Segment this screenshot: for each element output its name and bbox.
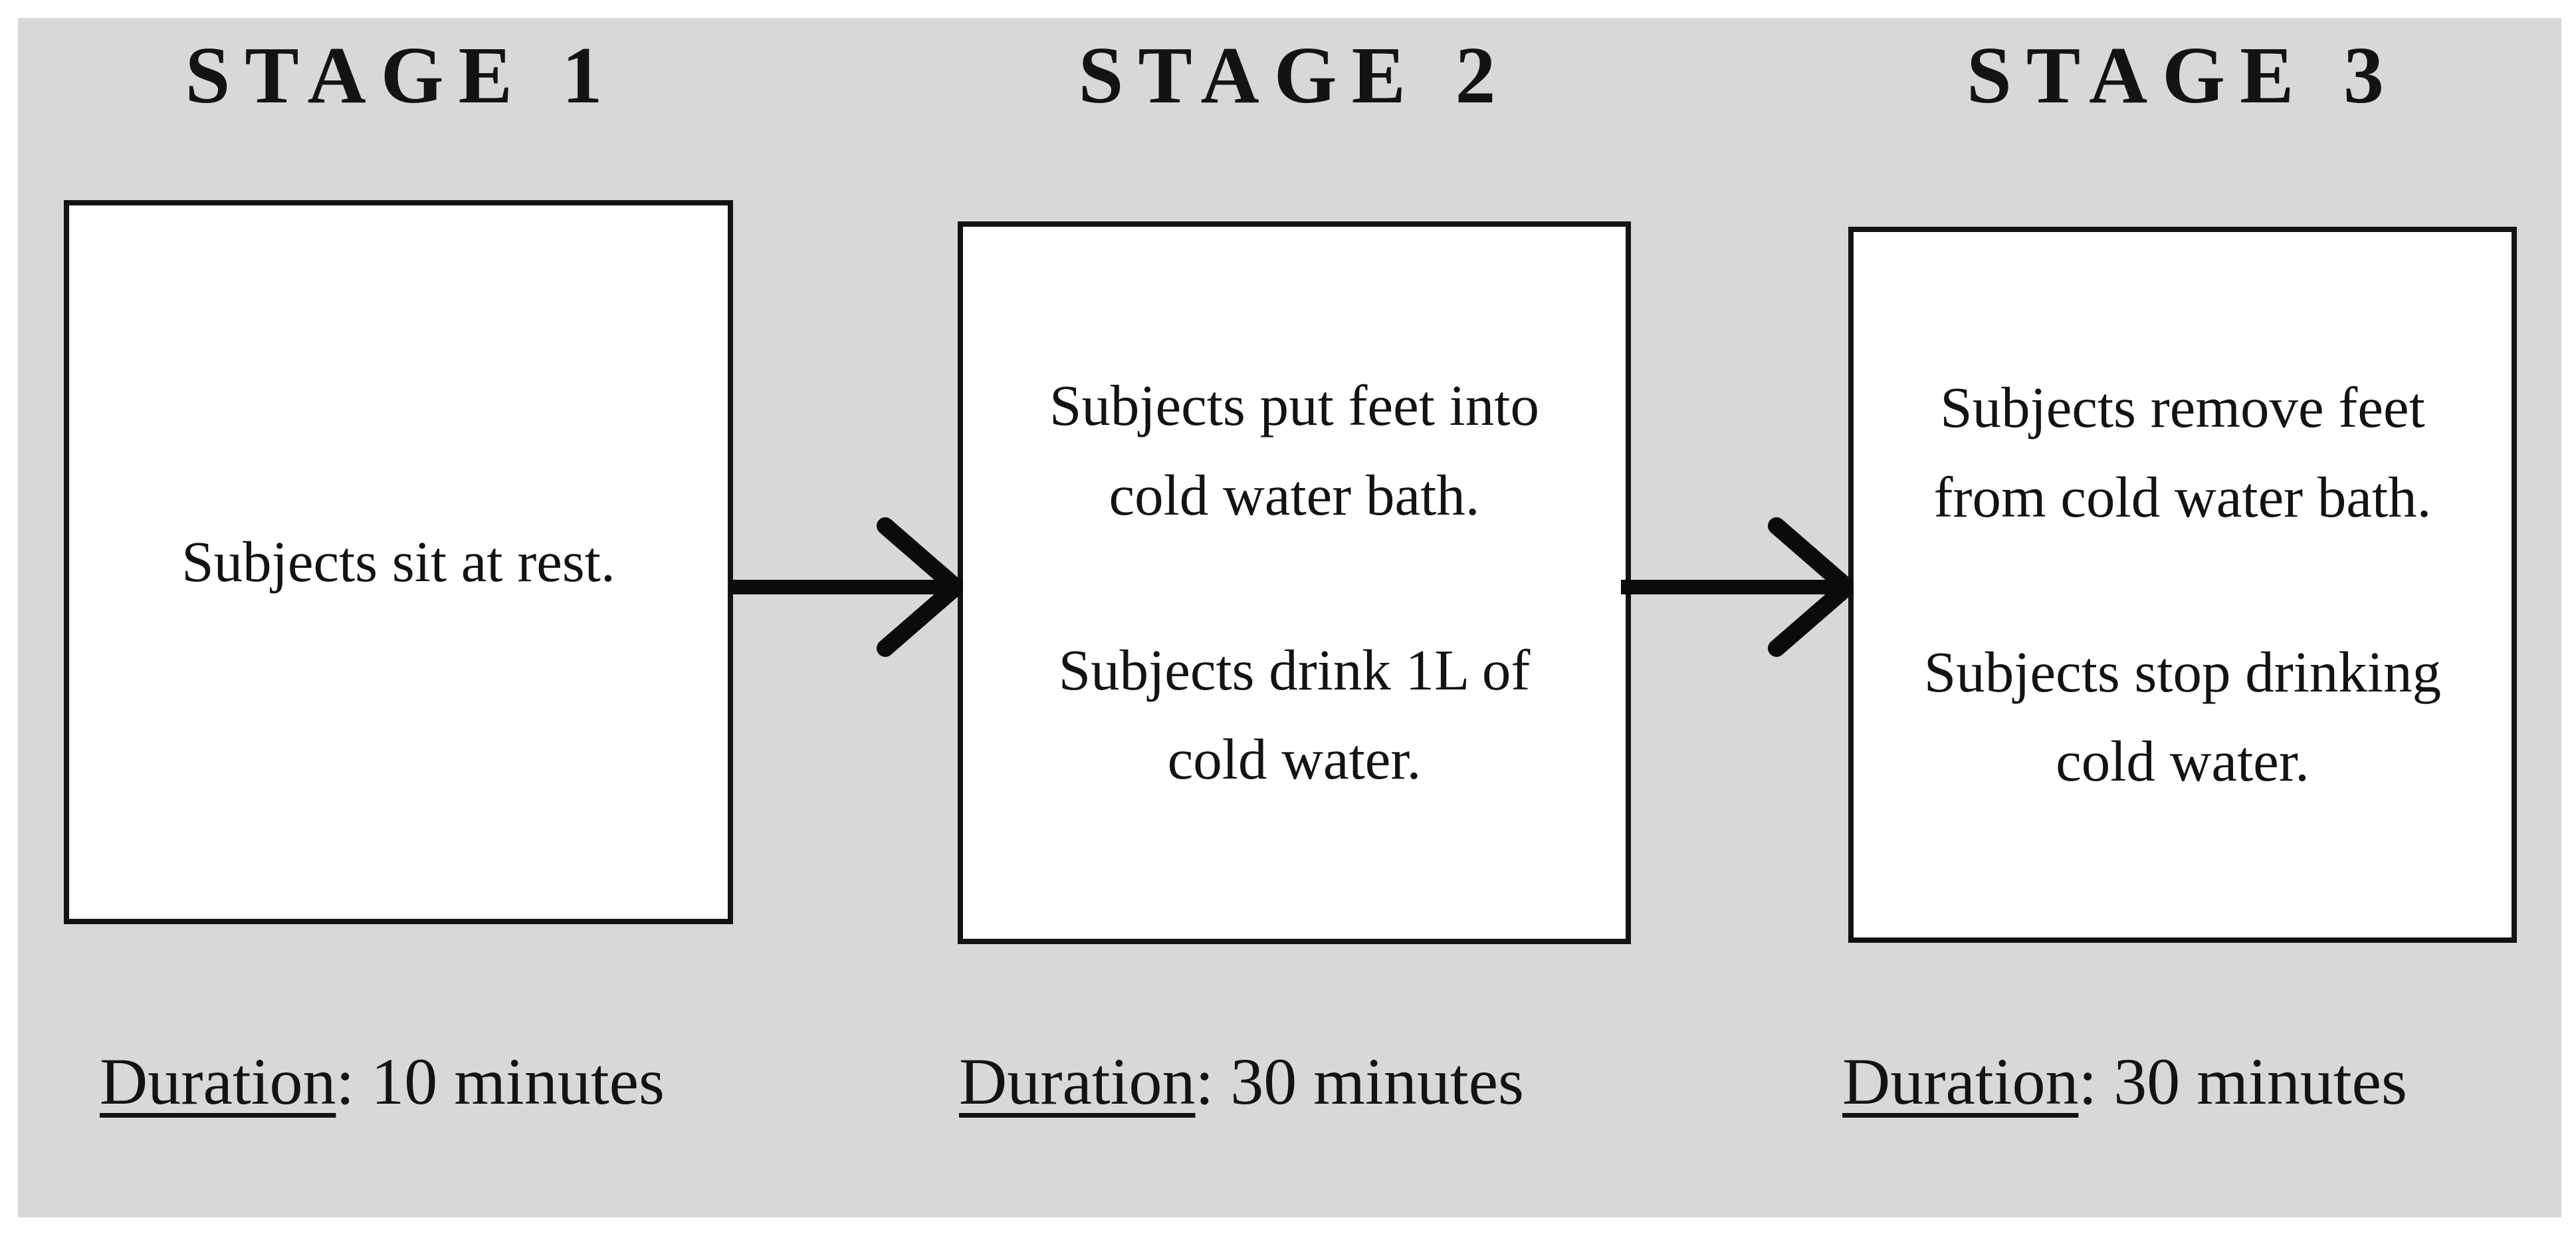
stage2-line: Subjects put feet into (1049, 372, 1539, 437)
stage2-box: Subjects put feet into cold water bath. … (958, 221, 1631, 944)
stage2-duration-label: Duration (959, 1045, 1196, 1118)
stage3-duration: Duration: 30 minutes (1842, 1040, 2407, 1123)
stage1-line: Subjects sit at rest. (181, 529, 615, 594)
stage2-paragraph-2: Subjects drink 1L of cold water. (1059, 626, 1531, 805)
stage3-paragraph-1: Subjects remove feet from cold water bat… (1934, 363, 2432, 543)
stage1-duration-label: Duration (100, 1045, 336, 1118)
stage3-title: STAGE 3 (1966, 31, 2399, 120)
stage3-duration-label: Duration (1842, 1045, 2079, 1118)
stage1-duration: Duration: 10 minutes (100, 1040, 665, 1123)
stage1-box: Subjects sit at rest. (64, 200, 733, 924)
stage1-title: STAGE 1 (185, 31, 617, 120)
stage3-duration-value: : 30 minutes (2078, 1045, 2407, 1118)
stage3-line: cold water. (2056, 729, 2309, 794)
right-arrow-icon (1621, 517, 1854, 657)
stage2-duration: Duration: 30 minutes (959, 1040, 1524, 1123)
stage2-line: cold water bath. (1109, 462, 1480, 527)
stage3-paragraph-2: Subjects stop drinking cold water. (1924, 628, 2441, 807)
stage2-paragraph-1: Subjects put feet into cold water bath. (1049, 361, 1539, 541)
stage1-paragraph: Subjects sit at rest. (181, 517, 615, 607)
stage2-line: Subjects drink 1L of (1058, 637, 1531, 702)
stage3-line: from cold water bath. (1933, 464, 2432, 529)
stage3-box: Subjects remove feet from cold water bat… (1848, 227, 2517, 943)
stage3-line: Subjects remove feet (1940, 374, 2425, 439)
stage2-line: cold water. (1167, 727, 1422, 792)
stage3-line: Subjects stop drinking (1923, 639, 2442, 704)
right-arrow-icon (730, 517, 962, 657)
stage2-duration-value: : 30 minutes (1195, 1045, 1524, 1118)
stage1-duration-value: : 10 minutes (336, 1045, 665, 1118)
stage2-title: STAGE 2 (1078, 31, 1511, 120)
